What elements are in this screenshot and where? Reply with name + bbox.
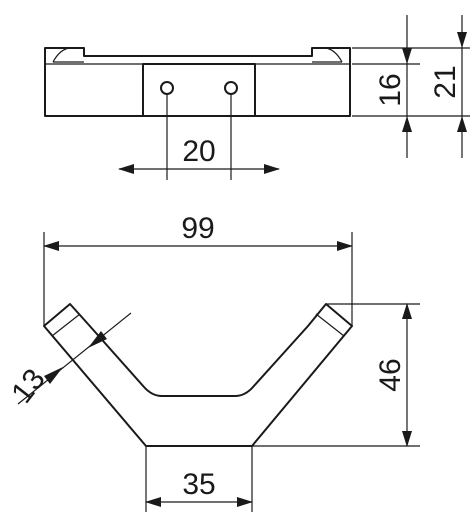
top-view-body-outline	[44, 47, 351, 117]
right-arm-cap-line	[315, 313, 345, 337]
top-view-recess-left	[52, 47, 84, 63]
total-height-arrow-top	[457, 32, 467, 48]
arm-width-arrow-lower	[44, 367, 63, 384]
top-view-recess-right	[84, 47, 343, 63]
top-view: 20 16 21	[44, 15, 470, 180]
dim-arm-width: 13	[5, 363, 52, 410]
inner-height-arrow-top	[402, 48, 412, 64]
hook-body-outline	[43, 303, 353, 447]
screw-hole-left	[160, 81, 174, 95]
dim-base-width: 35	[182, 468, 215, 501]
mounting-plate	[142, 63, 256, 117]
dim-overall-width: 99	[181, 212, 214, 245]
dim-front-height: 46	[374, 358, 407, 391]
left-arm-cap-line	[51, 313, 81, 337]
inner-height-arrow-bottom	[402, 116, 412, 132]
arm-width-arrow-upper	[88, 331, 107, 348]
dim-total-height: 21	[429, 65, 462, 98]
front-view: 99 46 35 13	[5, 212, 420, 512]
dim-inner-height: 16	[374, 73, 407, 106]
screw-hole-right	[224, 81, 238, 95]
total-height-arrow-bottom	[457, 116, 467, 132]
arm-width-dimension-line	[17, 312, 132, 405]
dim-hole-spacing: 20	[182, 135, 215, 168]
